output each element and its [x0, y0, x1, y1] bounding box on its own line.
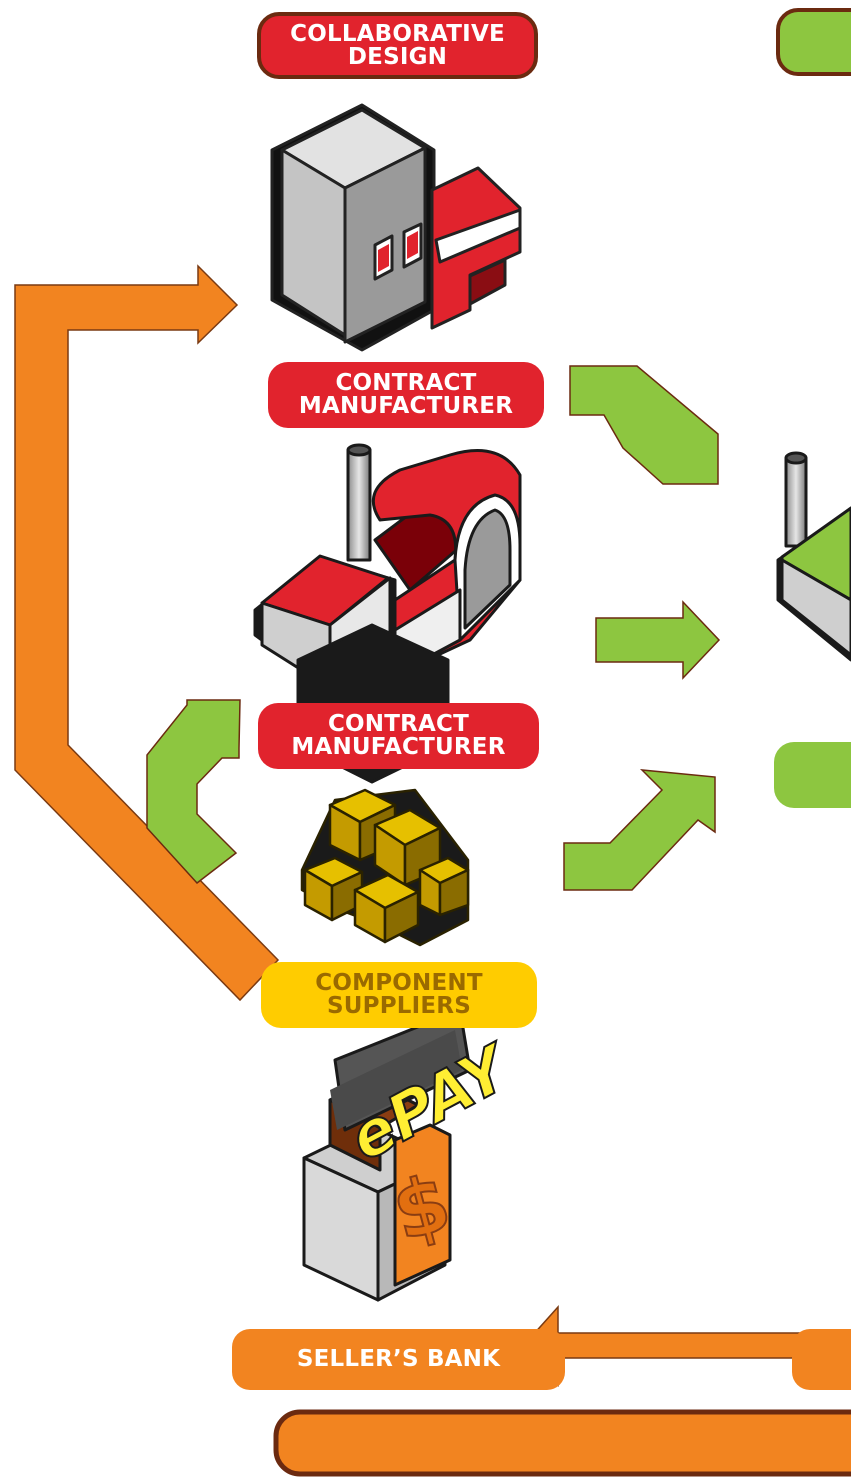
factory-partial-icon: [776, 451, 851, 662]
label-collaborative-design: COLLABORATIVE DESIGN: [257, 12, 538, 79]
component-suppliers-line-2: SUPPLIERS: [327, 993, 471, 1019]
label-contract-manufacturer-2: CONTRACT MANUFACTURER: [258, 703, 539, 769]
contract-manufacturer-1-line-2: MANUFACTURER: [298, 393, 514, 419]
orange-arrow-bank-to-design: [14, 264, 280, 1002]
green-arrow-right-mid: [595, 600, 721, 680]
label-sellers-bank: SELLER’S BANK: [232, 1329, 565, 1390]
contract-manufacturer-2-line-2: MANUFACTURER: [291, 734, 506, 760]
component-suppliers-line-1: COMPONENT: [315, 970, 483, 996]
contract-manufacturer-2-line-1: CONTRACT: [327, 711, 470, 737]
green-arrow-up-left: [146, 699, 241, 885]
green-arrow-right-top: [569, 365, 719, 485]
boxes-icon: [300, 788, 470, 947]
bottom-panel: [273, 1409, 851, 1477]
collaborative-design-line-2: DESIGN: [347, 43, 448, 70]
building-icon: [270, 103, 522, 352]
sellers-bank-text: SELLER’S BANK: [296, 1346, 501, 1372]
label-contract-manufacturer-1: CONTRACT MANUFACTURER: [268, 362, 544, 428]
contract-manufacturer-1-line-1: CONTRACT: [335, 370, 477, 396]
collaborative-design-line-1: COLLABORATIVE: [290, 20, 505, 47]
label-component-suppliers: COMPONENT SUPPLIERS: [261, 962, 537, 1028]
orange-label-bottom-right: [792, 1329, 851, 1390]
green-label-top-right: [776, 8, 851, 76]
green-label-mid-right: [774, 742, 851, 808]
green-arrow-right-low: [563, 769, 716, 891]
